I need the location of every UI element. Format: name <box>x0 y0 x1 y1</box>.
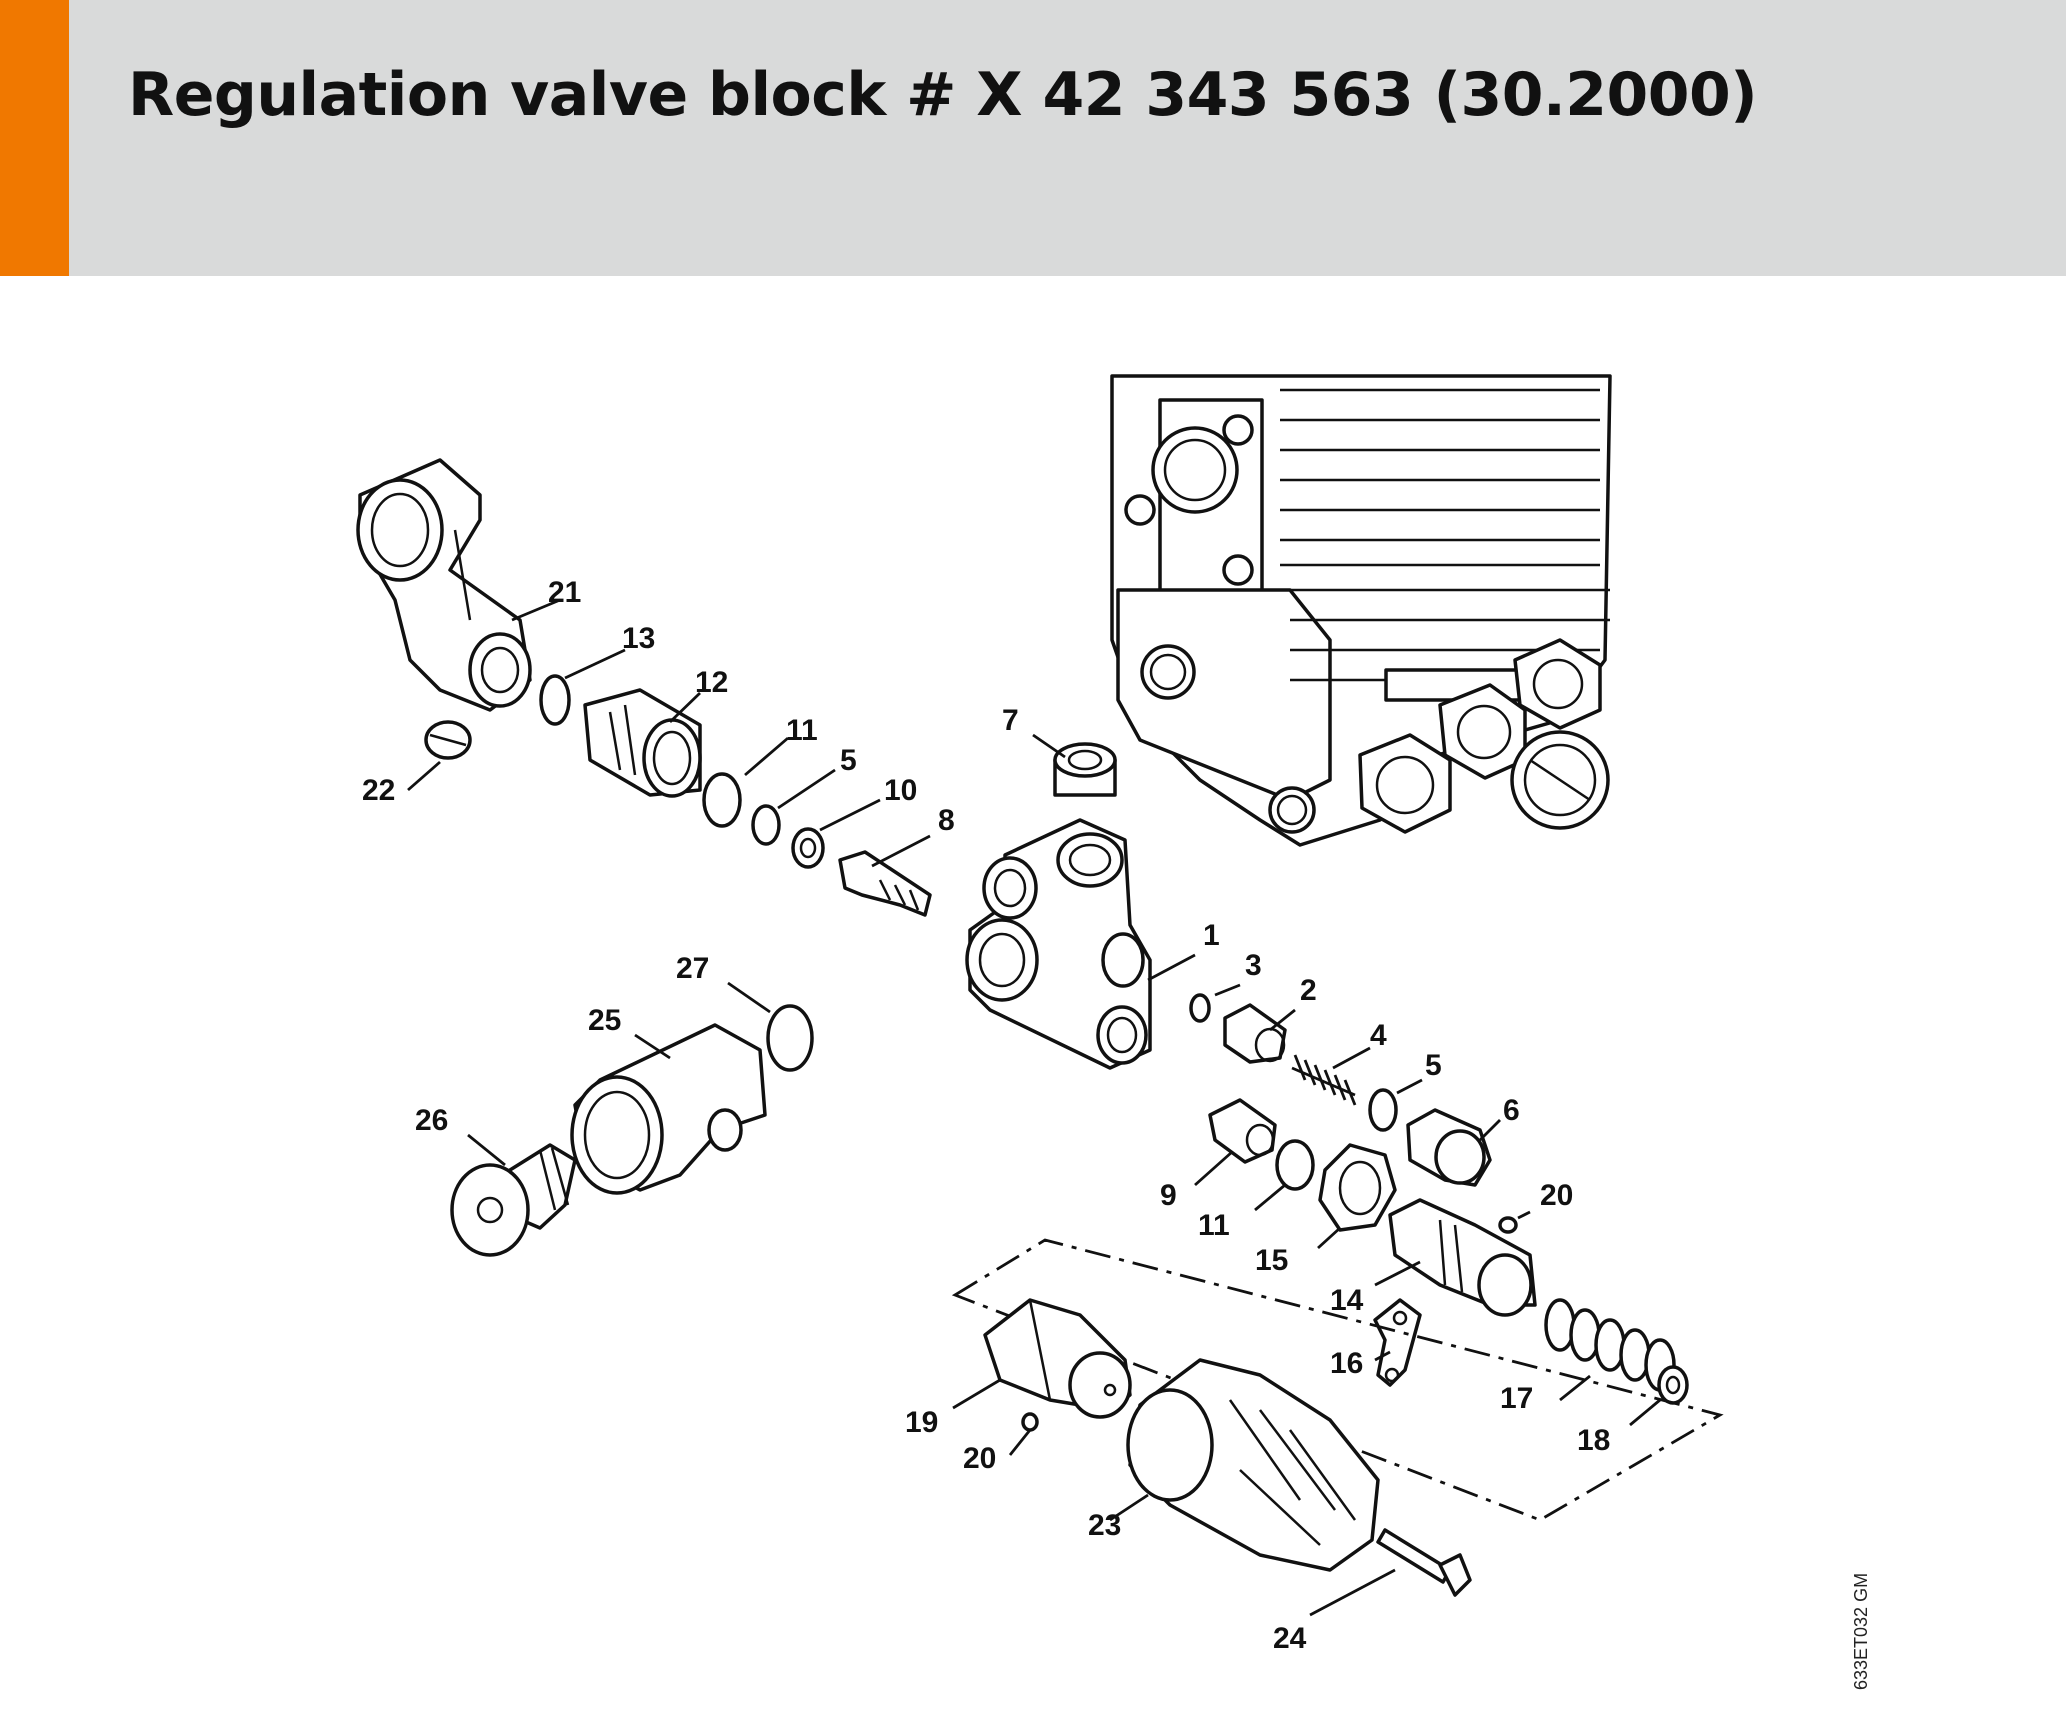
part-5-o-ring-upper <box>751 804 781 846</box>
part-27-o-ring <box>766 1004 814 1072</box>
part-13-o-ring <box>539 674 571 726</box>
part-3-o-ring <box>1189 993 1211 1023</box>
part-18-washer <box>1657 1365 1689 1405</box>
accent-bar <box>0 0 69 276</box>
callout-22: 22 <box>362 774 395 807</box>
callout-20-upper: 20 <box>1540 1179 1573 1212</box>
callout-8: 8 <box>938 804 955 837</box>
callout-15: 15 <box>1255 1244 1288 1277</box>
part-8-valve-pin <box>838 850 932 917</box>
callout-3: 3 <box>1245 949 1262 982</box>
part-25-connector <box>570 1023 767 1195</box>
part-2-piston <box>1223 1003 1287 1064</box>
callout-20-lower: 20 <box>963 1442 996 1475</box>
callout-labels: 21 13 12 22 11 5 10 8 7 1 3 2 4 5 6 27 2… <box>362 576 1610 1655</box>
callout-7: 7 <box>1002 704 1019 737</box>
part-10-washer <box>791 827 825 869</box>
part-17-spring <box>1544 1298 1676 1392</box>
callout-24: 24 <box>1273 1622 1307 1655</box>
part-4-spring <box>1291 1054 1357 1106</box>
callout-25: 25 <box>588 1004 621 1037</box>
callout-23: 23 <box>1088 1509 1121 1542</box>
callout-27: 27 <box>676 952 709 985</box>
callout-26: 26 <box>415 1104 448 1137</box>
part-20-grub-upper <box>1498 1216 1518 1234</box>
callout-11-upper: 11 <box>786 714 818 747</box>
callout-21: 21 <box>548 576 581 609</box>
part-19-hex-adapter <box>983 1298 1132 1419</box>
leader-lines <box>407 598 1661 1617</box>
assembly-frame <box>951 1238 1724 1522</box>
part-1-valve-block <box>965 818 1152 1070</box>
callout-9: 9 <box>1160 1179 1177 1212</box>
callout-14: 14 <box>1330 1284 1364 1317</box>
part-5-o-ring-lower <box>1368 1088 1398 1132</box>
part-16-lock-plate <box>1373 1298 1422 1387</box>
part-14-threaded-connector <box>1388 1198 1537 1317</box>
part-12-nipple <box>583 688 702 798</box>
callout-10: 10 <box>884 774 917 807</box>
part-20-grub-lower <box>1021 1412 1039 1432</box>
part-23-knob <box>1126 1358 1380 1572</box>
part-6-cap <box>1406 1108 1492 1187</box>
header-band <box>0 0 2066 276</box>
part-11-o-ring-lower <box>1275 1139 1315 1191</box>
page-title: Regulation valve block # X 42 343 563 (3… <box>128 60 1758 130</box>
part-21-bracket <box>356 458 532 712</box>
callout-18: 18 <box>1577 1424 1610 1457</box>
pump-housing <box>1110 374 1612 847</box>
callout-19: 19 <box>905 1406 938 1439</box>
part-26-hollow-screw <box>450 1143 577 1257</box>
part-15-nut <box>1318 1143 1397 1232</box>
callout-2: 2 <box>1300 974 1317 1007</box>
callout-16: 16 <box>1330 1347 1363 1380</box>
part-11-o-ring-upper <box>702 772 742 828</box>
callout-12: 12 <box>695 666 728 699</box>
image-code: 633ET032 GM <box>1851 1572 1871 1690</box>
callout-1: 1 <box>1203 919 1220 952</box>
part-22-plug <box>424 720 472 760</box>
callout-11-lower: 11 <box>1198 1209 1230 1242</box>
callout-6: 6 <box>1503 1094 1520 1127</box>
part-9-insert <box>1208 1098 1277 1164</box>
callout-5-lower: 5 <box>1425 1049 1442 1082</box>
callout-5-upper: 5 <box>840 744 857 777</box>
part-24-bolt <box>1376 1528 1472 1597</box>
callout-4: 4 <box>1370 1019 1387 1052</box>
callout-17: 17 <box>1500 1382 1533 1415</box>
callout-13: 13 <box>622 622 655 655</box>
part-7-plug <box>1053 742 1117 797</box>
